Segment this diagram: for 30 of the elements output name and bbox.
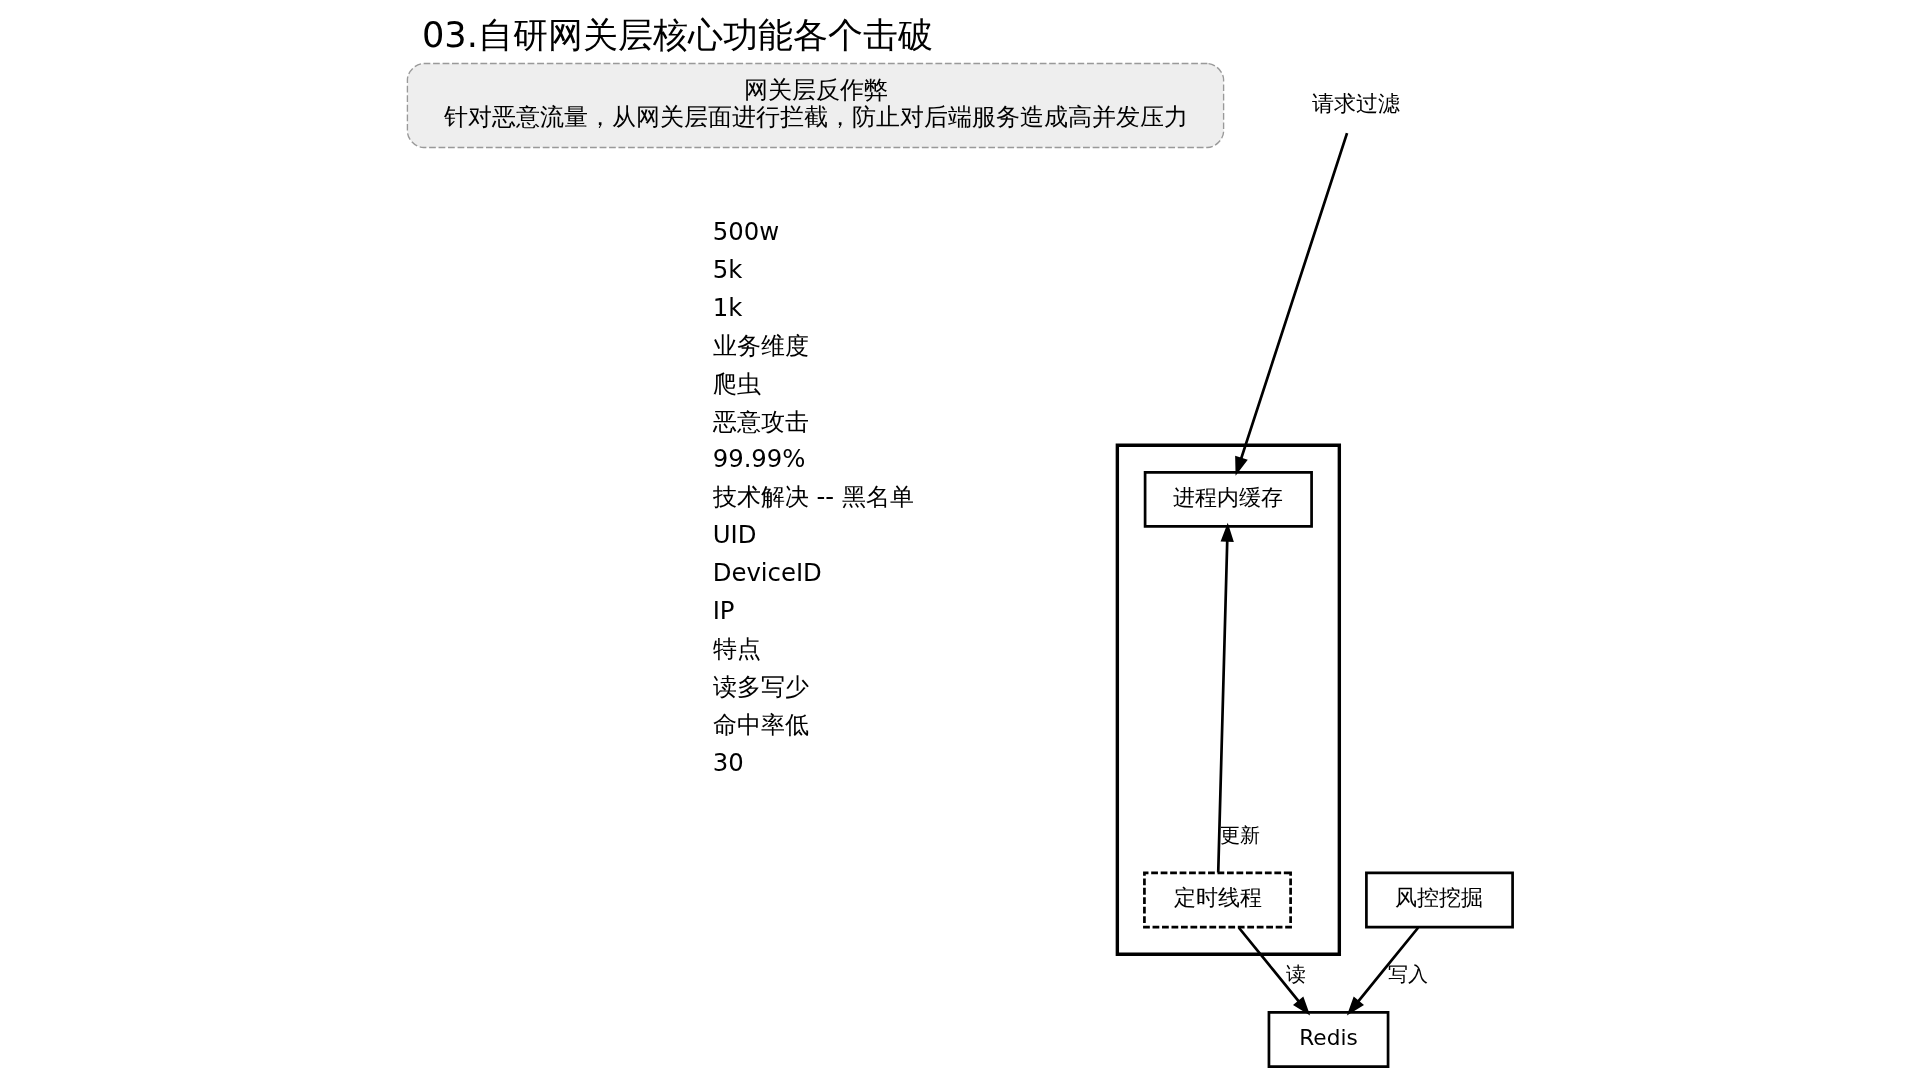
node-box: 风控挖掘 <box>1365 871 1514 929</box>
arrow <box>1346 926 1420 1016</box>
node-box: 进程内缓存 <box>1143 470 1313 528</box>
label: 技术解决 -- 黑名单 <box>712 482 914 512</box>
label: 爬虫 <box>712 368 761 398</box>
label: UID <box>712 520 757 550</box>
node-text: 请求过滤 <box>1311 90 1400 116</box>
label: DeviceID <box>712 558 822 588</box>
cluster <box>1115 443 1341 956</box>
node-box: 网关层反作弊 针对恶意流量，从网关层面进行拦截，防止对后端服务造成高并发压力 <box>406 62 1225 149</box>
label: 恶意攻击 <box>712 406 809 436</box>
label: 30 <box>712 747 744 777</box>
arrow <box>1237 926 1311 1016</box>
label: 命中率低 <box>712 709 809 739</box>
node-box: Redis <box>1267 1011 1390 1068</box>
arrow <box>1235 132 1349 476</box>
label: 500w <box>712 217 780 247</box>
edge-label: 写入 <box>1387 962 1428 987</box>
edge-label: 读 <box>1286 962 1307 987</box>
label: 读多写少 <box>712 671 809 701</box>
label: IP <box>712 596 735 626</box>
arrow <box>1216 522 1234 873</box>
label: 特点 <box>712 633 761 663</box>
edge-label: 更新 <box>1219 822 1260 847</box>
label: 1k <box>712 292 743 322</box>
label: 业务维度 <box>712 330 809 360</box>
label: 5k <box>712 254 743 284</box>
node-box: 定时线程 <box>1143 871 1292 929</box>
label: 99.99% <box>712 444 806 474</box>
diagram-title: 03.自研网关层核心功能各个击破 <box>421 14 933 56</box>
